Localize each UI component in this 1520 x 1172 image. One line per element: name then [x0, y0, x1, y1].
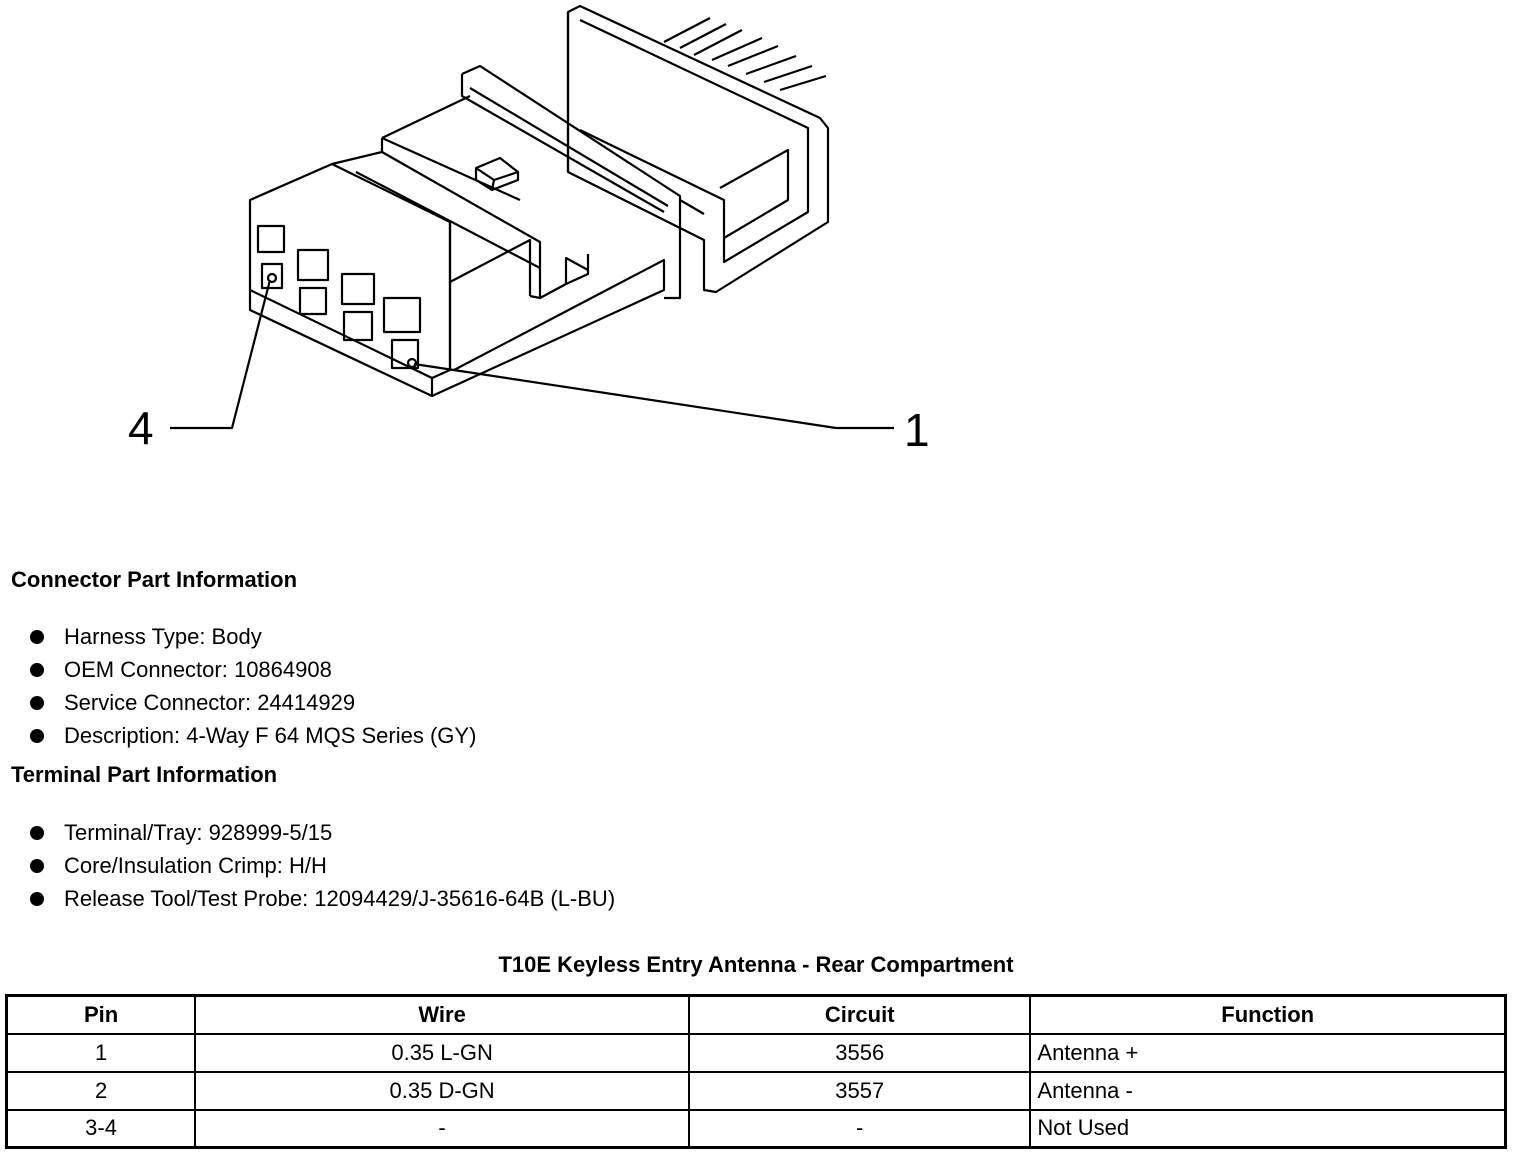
- list-item: Harness Type: Body: [28, 620, 476, 653]
- header-function: Function: [1029, 994, 1507, 1035]
- list-item: Release Tool/Test Probe: 12094429/J-3561…: [28, 882, 615, 915]
- rear-flange: [566, 4, 830, 294]
- list-item-text: Description: 4-Way F 64 MQS Series (GY): [64, 722, 477, 748]
- bullet-icon: [30, 891, 44, 906]
- list-item: Terminal/Tray: 928999-5/15: [28, 816, 615, 849]
- cell-pin: 3-4: [5, 1108, 197, 1149]
- header-wire: Wire: [194, 994, 691, 1035]
- list-item-text: OEM Connector: 10864908: [64, 656, 332, 682]
- list-item: Service Connector: 24414929: [28, 686, 476, 719]
- bullet-icon: [30, 629, 44, 644]
- table-row: 1 0.35 L-GN 3556 Antenna +: [5, 1032, 1507, 1073]
- wire-bundle: [663, 17, 827, 92]
- cell-pin: 1: [5, 1032, 197, 1073]
- terminal-info-heading: Terminal Part Information: [11, 762, 278, 787]
- cell-function: Antenna +: [1029, 1032, 1507, 1073]
- header-circuit: Circuit: [688, 994, 1032, 1035]
- cell-function: Antenna -: [1029, 1070, 1507, 1111]
- list-item-text: Harness Type: Body: [64, 623, 262, 649]
- callout-leader-4: [170, 279, 272, 430]
- list-item: Core/Insulation Crimp: H/H: [28, 849, 615, 882]
- header-pin: Pin: [5, 994, 197, 1035]
- connector-front-face: [248, 162, 666, 398]
- table-header-row: Pin Wire Circuit Function: [5, 994, 1507, 1035]
- bullet-icon: [30, 728, 44, 743]
- table-row: 3-4 - - Not Used: [5, 1108, 1507, 1149]
- connector-body: [331, 64, 682, 300]
- connector-info-heading: Connector Part Information: [11, 567, 298, 592]
- cell-wire: 0.35 D-GN: [194, 1070, 691, 1111]
- cell-wire: -: [194, 1108, 691, 1149]
- callout-label-4: 4: [128, 402, 154, 454]
- bullet-icon: [30, 662, 44, 677]
- cell-wire: 0.35 L-GN: [194, 1032, 691, 1073]
- cell-function: Not Used: [1029, 1108, 1507, 1149]
- terminal-info-list: Terminal/Tray: 928999-5/15 Core/Insulati…: [28, 816, 615, 915]
- bullet-icon: [30, 858, 44, 873]
- cell-circuit: 3556: [688, 1032, 1032, 1073]
- list-item-text: Core/Insulation Crimp: H/H: [64, 852, 327, 878]
- list-item-text: Service Connector: 24414929: [64, 689, 356, 715]
- cell-pin: 2: [5, 1070, 197, 1111]
- callout-label-1: 1: [904, 404, 930, 456]
- table-title: T10E Keyless Entry Antenna - Rear Compar…: [498, 952, 1014, 977]
- pin-table: Pin Wire Circuit Function 1 0.35 L-GN 35…: [5, 994, 1507, 1149]
- bullet-icon: [30, 695, 44, 710]
- table-row: 2 0.35 D-GN 3557 Antenna -: [5, 1070, 1507, 1111]
- list-item-text: Terminal/Tray: 928999-5/15: [64, 819, 333, 845]
- list-item: OEM Connector: 10864908: [28, 653, 476, 686]
- cell-circuit: -: [688, 1108, 1032, 1149]
- list-item-text: Release Tool/Test Probe: 12094429/J-3561…: [64, 885, 616, 911]
- list-item: Description: 4-Way F 64 MQS Series (GY): [28, 719, 476, 752]
- connector-diagram: 4 1: [128, 4, 930, 456]
- bullet-icon: [30, 825, 44, 840]
- cell-circuit: 3557: [688, 1070, 1032, 1111]
- callout-leader-1: [413, 362, 894, 430]
- connector-info-list: Harness Type: Body OEM Connector: 108649…: [28, 620, 476, 752]
